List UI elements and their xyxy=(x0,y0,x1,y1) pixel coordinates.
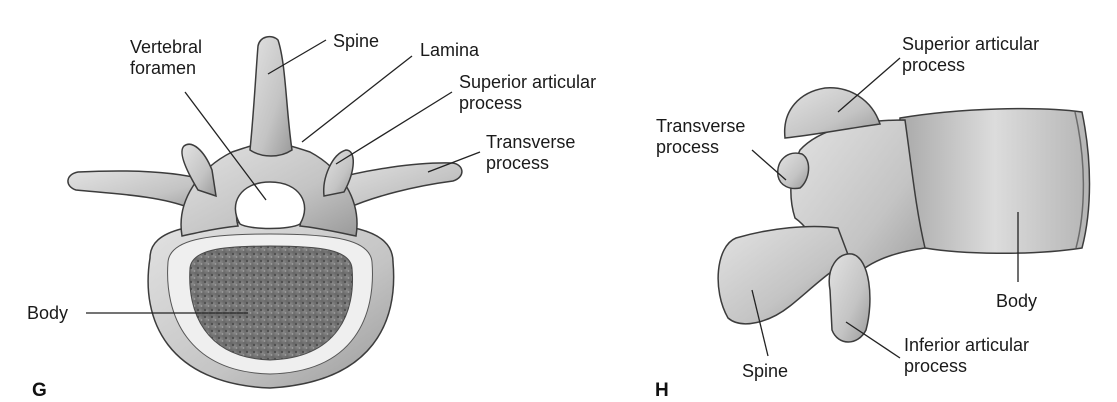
vertebral-body-h xyxy=(898,107,1091,255)
superior-articular-process-g-right xyxy=(323,149,354,197)
vertebra-superior-view xyxy=(67,35,463,389)
superior-articular-process-g-left xyxy=(181,143,217,198)
leader-spine-g xyxy=(267,39,327,75)
label-transverse-h: Transverse process xyxy=(656,116,746,157)
leader-transverse-g xyxy=(427,151,481,173)
label-transverse-g: Transverse process xyxy=(486,132,576,173)
transverse-process-g-right xyxy=(325,162,463,213)
leader-inferior-articular-h xyxy=(845,321,901,359)
vertebral-foramen-hole xyxy=(234,181,306,230)
label-spine-g: Spine xyxy=(333,31,380,51)
panel-letter-g: G xyxy=(32,380,47,401)
leader-lines xyxy=(86,39,1019,359)
leader-spine-h xyxy=(751,289,769,357)
label-spine-h: Spine xyxy=(742,361,789,381)
label-inferior-articular-h: Inferior articular process xyxy=(904,335,1030,376)
label-lamina-g: Lamina xyxy=(420,40,480,60)
leader-superior-articular-g xyxy=(335,91,453,165)
label-superior-articular-g: Superior articular process xyxy=(459,72,597,113)
leader-vertebral-foramen-g xyxy=(184,91,267,201)
inferior-articular-process-h xyxy=(828,253,871,343)
label-body-g: Body xyxy=(27,303,69,323)
leader-transverse-h xyxy=(751,149,787,181)
label-vertebral-foramen-g: Vertebral foramen xyxy=(130,37,203,78)
leader-superior-articular-h xyxy=(837,57,901,113)
spinous-process-g xyxy=(249,35,293,157)
spinous-process-h xyxy=(717,225,851,325)
panel-letter-h: H xyxy=(655,380,669,401)
leader-lamina-g xyxy=(301,55,413,143)
transverse-process-g-left xyxy=(67,170,213,213)
vertebra-lateral-view xyxy=(717,87,1091,343)
transverse-process-h xyxy=(777,152,810,190)
superior-articular-process-h xyxy=(784,87,881,139)
label-superior-articular-h: Superior articular process xyxy=(902,34,1040,75)
label-body-h: Body xyxy=(996,291,1038,311)
